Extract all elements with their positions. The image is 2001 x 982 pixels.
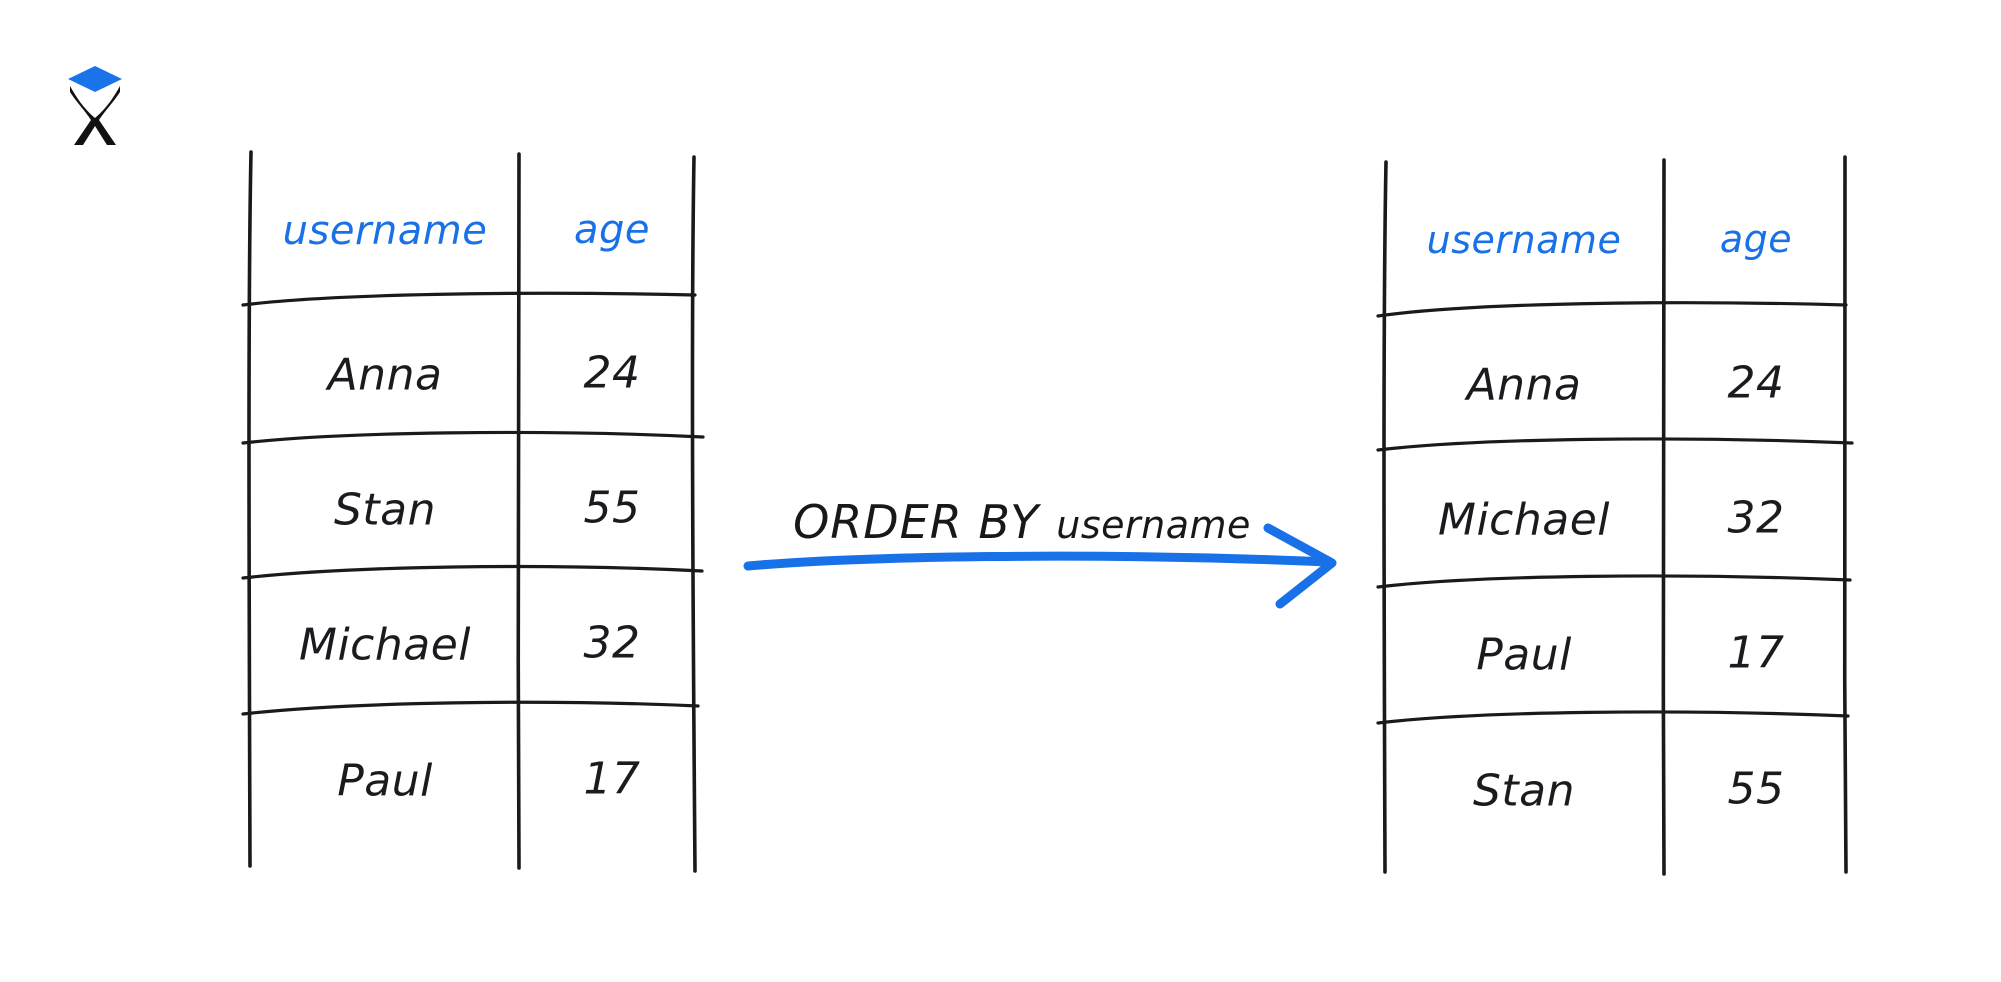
app-logo[interactable]: X xyxy=(62,48,122,118)
order-by-arrow xyxy=(743,523,1337,609)
source-header-age: age xyxy=(573,207,651,253)
source-table-frame xyxy=(241,150,705,873)
result-cell-age-3: 55 xyxy=(1727,763,1785,815)
transform-label: ORDER BY username xyxy=(793,495,1251,549)
source-cell-age-0: 24 xyxy=(583,347,641,399)
result-cell-username-2: Paul xyxy=(1476,629,1572,681)
result-cell-username-1: Michael xyxy=(1437,494,1611,546)
result-table-frame xyxy=(1376,155,1854,876)
source-cell-username-2: Michael xyxy=(298,619,472,671)
result-cell-age-2: 17 xyxy=(1727,627,1785,679)
source-cell-username-0: Anna xyxy=(327,349,443,401)
result-cell-username-0: Anna xyxy=(1466,359,1582,411)
source-cell-username-3: Paul xyxy=(337,755,433,807)
source-cell-age-3: 17 xyxy=(583,753,641,805)
source-cell-username-1: Stan xyxy=(333,484,437,536)
excalidraw-logo-mark xyxy=(68,66,122,145)
result-cell-age-1: 32 xyxy=(1727,492,1785,544)
result-header-username: username xyxy=(1426,218,1622,262)
source-cell-age-1: 55 xyxy=(583,482,641,534)
result-header-age: age xyxy=(1719,217,1793,261)
source-cell-age-2: 32 xyxy=(583,617,641,669)
order-by-keyword: ORDER BY xyxy=(793,495,1040,549)
source-header-username: username xyxy=(282,208,488,254)
result-cell-age-0: 24 xyxy=(1727,357,1785,409)
order-by-column: username xyxy=(1056,503,1251,547)
result-cell-username-3: Stan xyxy=(1472,765,1576,817)
